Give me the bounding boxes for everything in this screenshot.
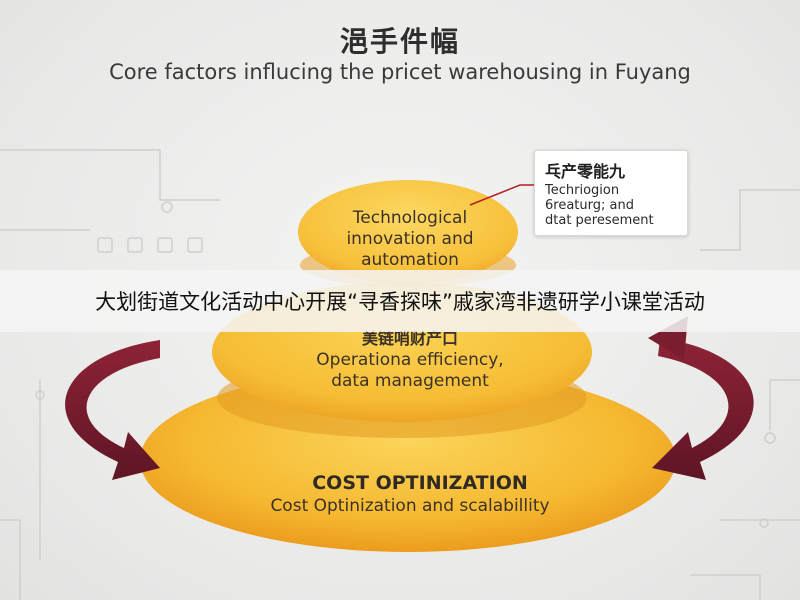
tier-top-line3: automation	[361, 250, 459, 270]
left-cycle-arrow	[65, 340, 160, 480]
callout-body: Techriogion 6reaturg; and dtat peresemen…	[545, 183, 685, 228]
caption-banner: 大划街道文化活动中心开展“寻香探味”戚家湾非遗研学小课堂活动	[0, 270, 800, 332]
tier-middle-label: Operationa efficiency, data management	[270, 350, 550, 392]
tier-top-label: Technological innovation and automation	[300, 208, 520, 271]
tier-middle-line1: Operationa efficiency,	[316, 350, 504, 370]
tier-top-disc	[298, 180, 518, 284]
caption-banner-text: 大划街道文化活动中心开展“寻香探味”戚家湾非遗研学小课堂活动	[95, 290, 705, 314]
callout-title: 乓产零能九	[545, 162, 626, 181]
tier-middle-line2: data management	[331, 371, 489, 391]
callout-line3: dtat peresement	[545, 213, 654, 228]
callout-line1: Techriogion	[545, 183, 620, 198]
callout-box: 乓产零能九 Techriogion 6reaturg; and dtat per…	[534, 150, 688, 236]
tier-middle-chinese-label: 美链哨财产口	[361, 329, 458, 348]
right-cycle-arrow	[652, 338, 754, 480]
callout-line2: 6reaturg; and	[545, 198, 634, 213]
tier-top-line1: Technological	[352, 208, 468, 228]
tier-top-line2: innovation and	[346, 229, 474, 249]
circuit-decoration-right	[690, 189, 800, 600]
page-title-english: Core factors influcing the pricet wareho…	[109, 60, 691, 84]
page-title-chinese: 浥手件幅	[339, 25, 460, 58]
tier-bottom-title: COST OPTINIZATION	[312, 472, 528, 494]
circuit-decoration-left	[0, 149, 220, 600]
tier-bottom-subtitle: Cost Optinization and scalabillity	[270, 496, 550, 516]
